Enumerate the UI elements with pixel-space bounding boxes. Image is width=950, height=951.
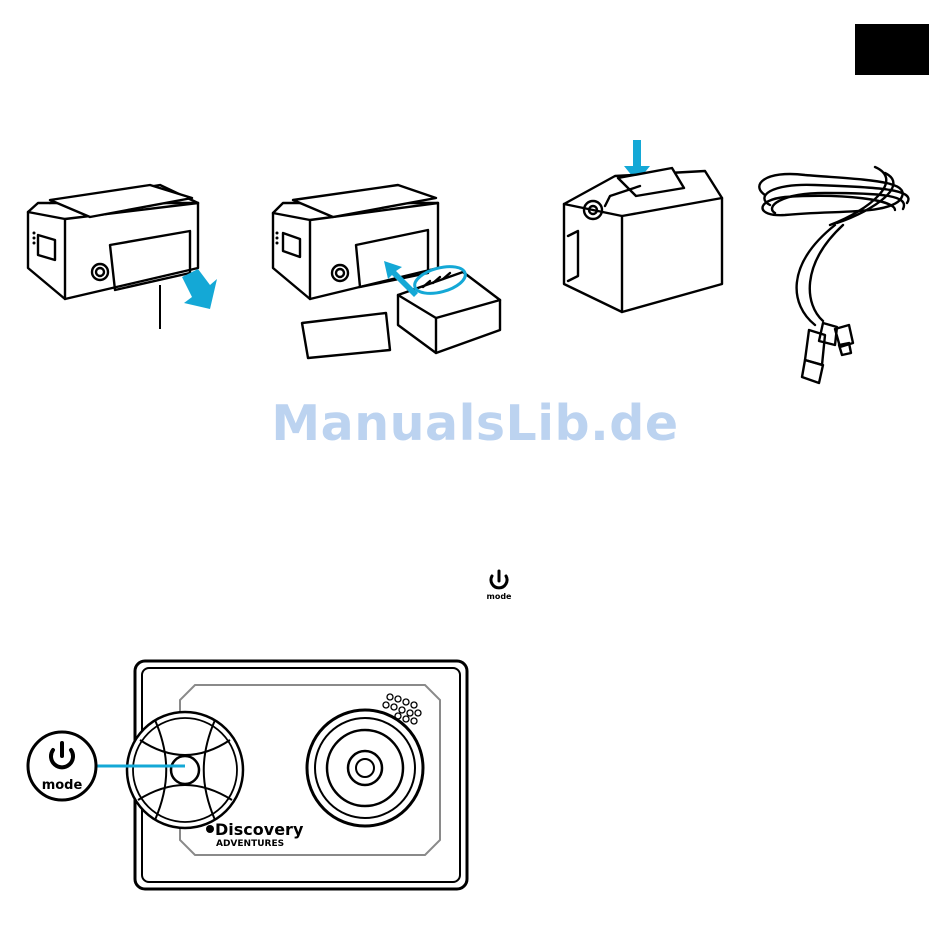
language-tab-marker <box>855 24 929 75</box>
usb-cable-illustration <box>745 155 925 385</box>
discovery-logo-icon <box>206 825 214 833</box>
watermark-text: ManualsLib.de <box>0 395 950 452</box>
logo-discovery-text: Discovery <box>215 820 304 839</box>
housing-illustration <box>560 136 730 321</box>
insert-battery-illustration <box>268 175 518 365</box>
logo-adventures-text: ADVENTURES <box>216 839 284 849</box>
arrow-icon <box>182 269 217 309</box>
mode-label: mode <box>487 592 513 601</box>
power-mode-icon: mode <box>482 568 516 602</box>
camera-front-illustration: Discovery ADVENTURES mode <box>20 655 480 895</box>
camera-battery-door-illustration <box>20 175 220 335</box>
callout-mode-label: mode <box>42 778 83 793</box>
